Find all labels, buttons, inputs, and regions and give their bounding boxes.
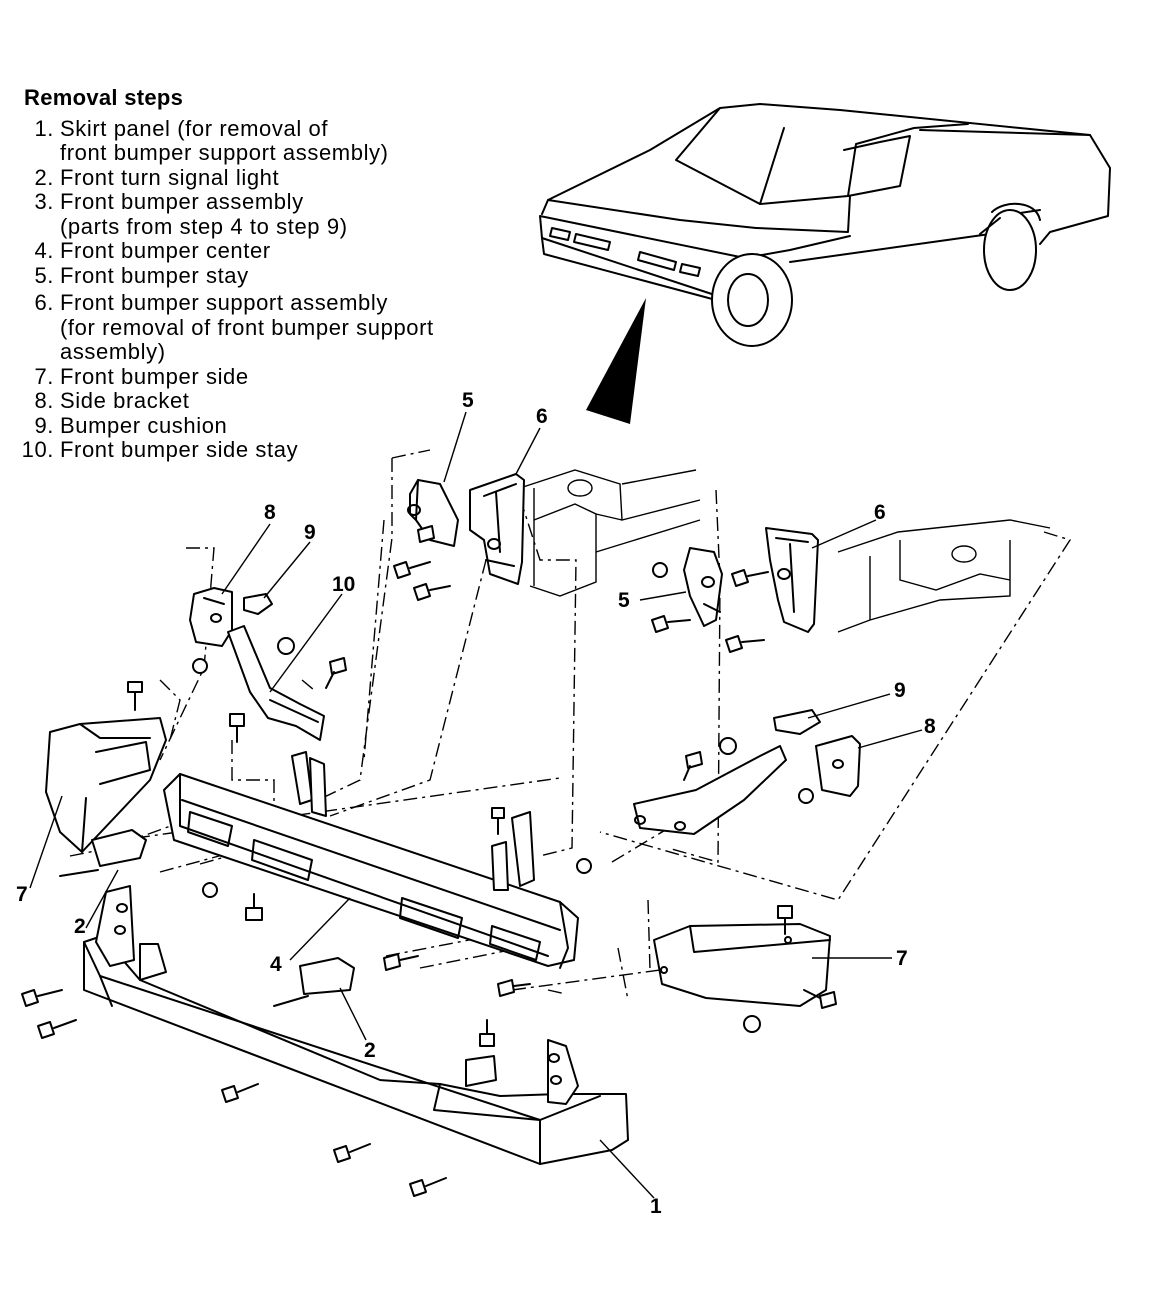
bolts-upper-right [651, 562, 769, 653]
step-number: 9. [34, 412, 54, 438]
removal-steps-title: Removal steps [24, 85, 184, 110]
step-3: 3.Front bumper assembly (parts from step… [10, 189, 510, 239]
front-bumper-side-stay-right [633, 745, 787, 835]
step-text: Front bumper side stay [60, 437, 299, 462]
skirt-panel-brackets [95, 885, 579, 1105]
front-bumper-center [163, 773, 579, 969]
removal-steps-list: Removal steps 1.Skirt panel (for removal… [10, 85, 510, 463]
callout-7-left: 7 [16, 883, 28, 906]
side-bracket-right [815, 735, 861, 797]
step-number: 1. [34, 115, 54, 141]
callout-8-left: 8 [264, 501, 276, 524]
step-9: 9.Bumper cushion [10, 412, 510, 439]
front-bumper-side-right [653, 923, 831, 1007]
bumper-cushion-left [243, 593, 273, 615]
front-bumper-side-left [45, 717, 167, 853]
step-number: 10. [21, 437, 54, 462]
step-6: 6.Front bumper support assembly (for rem… [10, 290, 510, 365]
callout-1: 1 [650, 1195, 662, 1218]
step-text: Front bumper side [60, 363, 249, 389]
callout-9-right: 9 [894, 679, 906, 702]
front-turn-signal-light-right [273, 957, 355, 1007]
step-number: 3. [34, 189, 54, 214]
front-bumper-side-stay-left [227, 625, 325, 741]
bolts-left-bracket [127, 637, 347, 743]
step-text: Front turn signal light [60, 164, 280, 190]
callout-6-right: 6 [874, 501, 886, 524]
bumper-cushion-right [773, 709, 821, 735]
callout-5-left: 5 [462, 389, 474, 412]
callout-4: 4 [270, 953, 282, 976]
step-text: Skirt panel (for removal of front bumper… [60, 115, 389, 165]
front-bumper-support-left [469, 473, 525, 585]
bolts-center [202, 807, 592, 1047]
bolts-right-bracket [683, 737, 814, 804]
step-7: 7.Front bumper side [10, 363, 510, 390]
front-bumper-stay-right [683, 547, 723, 627]
step-text: Side bracket [60, 388, 190, 413]
step-text: Front bumper assembly (parts from step 4… [60, 189, 348, 239]
step-number: 7. [34, 363, 54, 389]
callout-2-right: 2 [364, 1039, 376, 1062]
callout-8-right: 8 [924, 715, 936, 738]
step-number: 6. [34, 290, 54, 315]
chassis-frame-left [519, 469, 701, 597]
chassis-frame-right [837, 519, 1051, 633]
skirt-panel-bolts [21, 989, 447, 1197]
step-text: Front bumper support assembly (for remov… [60, 290, 434, 364]
front-bumper-support-right [765, 527, 819, 633]
step-2: 2.Front turn signal light [10, 164, 510, 191]
step-number: 8. [34, 388, 54, 413]
callout-2-left: 2 [74, 915, 86, 938]
step-4: 4.Front bumper center [10, 238, 510, 264]
step-text: Front bumper stay [60, 262, 249, 288]
step-number: 4. [34, 238, 54, 263]
callout-7-right: 7 [896, 947, 908, 970]
step-5: 5.Front bumper stay [10, 262, 510, 289]
step-number: 2. [34, 164, 54, 190]
step-10: 10.Front bumper side stay [10, 437, 510, 463]
callout-9-left: 9 [304, 521, 316, 544]
callout-leaders [29, 411, 923, 1199]
bolts-right-side [743, 905, 837, 1033]
bolts-upper-left [393, 525, 451, 601]
bumper-center-uprights [291, 751, 535, 891]
step-number: 5. [34, 262, 54, 288]
step-text: Front bumper center [60, 238, 271, 263]
step-1: 1.Skirt panel (for removal of front bump… [10, 115, 510, 166]
view-pointer-triangle [586, 298, 646, 424]
step-text: Bumper cushion [60, 412, 228, 438]
callout-10: 10 [332, 573, 356, 596]
side-bracket-left [189, 587, 233, 647]
pickup-truck [539, 103, 1111, 347]
front-turn-signal-light-left [59, 829, 147, 877]
step-8: 8.Side bracket [10, 388, 510, 414]
callout-5-right: 5 [618, 589, 630, 612]
callout-6-left: 6 [536, 405, 548, 428]
